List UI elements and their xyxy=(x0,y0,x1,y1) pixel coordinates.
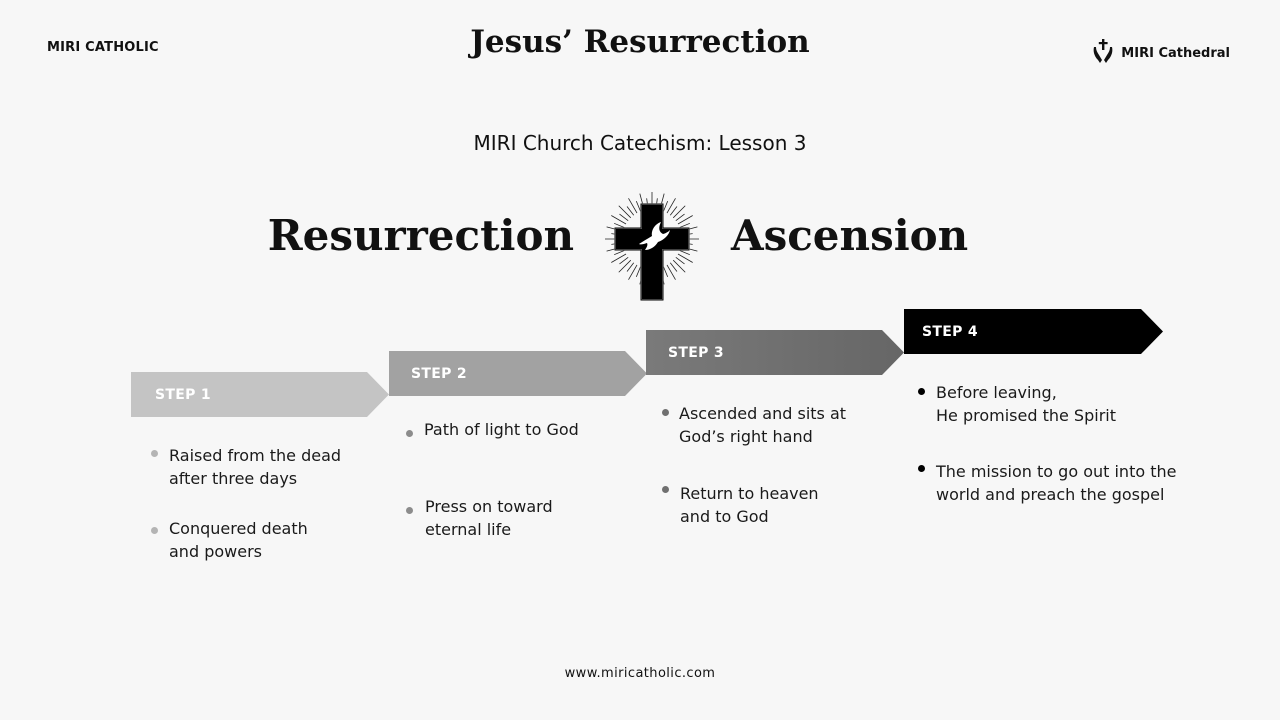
step-4-arrow: STEP 4 xyxy=(904,309,1163,354)
bullet-dot xyxy=(151,450,158,457)
step-4-label: STEP 4 xyxy=(922,323,978,340)
brand-right-label: MIRI Cathedral xyxy=(1121,45,1230,61)
ray-line xyxy=(675,256,685,265)
step-3-bullet-1: Ascended and sits at God’s right hand xyxy=(679,404,847,446)
step-4-bullet-2: The mission to go out into the world and… xyxy=(936,462,1177,504)
ray-line xyxy=(677,215,693,225)
ray-line xyxy=(669,206,678,216)
ray-line xyxy=(611,215,627,225)
footer-url[interactable]: www.miricatholic.com xyxy=(564,666,716,681)
ray-line xyxy=(613,250,625,256)
step-2-arrow: STEP 2 xyxy=(389,351,647,396)
step-1-arrow: STEP 1 xyxy=(131,372,389,417)
bullet-dot xyxy=(406,430,413,437)
ray-line xyxy=(679,250,691,256)
step-2-bullet-2: Press on toward eternal life xyxy=(425,497,553,539)
ray-line xyxy=(611,253,627,263)
ray-line xyxy=(626,262,635,272)
bullet-dot xyxy=(918,465,925,472)
ray-line xyxy=(613,222,625,228)
step-1-label: STEP 1 xyxy=(155,386,211,403)
ray-line xyxy=(672,259,686,273)
cross-with-dove-icon xyxy=(603,190,701,302)
ray-line xyxy=(619,213,629,222)
ray-line xyxy=(666,198,676,214)
ray-line xyxy=(618,259,632,273)
ray-line xyxy=(628,264,638,280)
ray-line xyxy=(675,213,685,222)
ray-line xyxy=(666,264,676,280)
step-3-bullet-2: Return to heaven and to God xyxy=(680,484,819,526)
ray-line xyxy=(663,266,669,278)
step-1-bullet-1: Raised from the dead after three days xyxy=(169,446,342,488)
hero-word-resurrection: Resurrection xyxy=(267,211,574,260)
ray-line xyxy=(626,206,635,216)
bullet-dot xyxy=(662,486,669,493)
step-1-bullet-2: Conquered death and powers xyxy=(169,519,308,561)
bullet-dot xyxy=(406,507,413,514)
ray-line xyxy=(677,253,693,263)
ray-line xyxy=(679,222,691,228)
ray-line xyxy=(669,262,678,272)
ray-line xyxy=(619,256,629,265)
ray-line xyxy=(672,205,686,219)
hero-word-ascension: Ascension xyxy=(731,211,969,260)
praying-hands-cross-icon xyxy=(1091,38,1115,68)
bullet-dot xyxy=(151,527,158,534)
brand-left: MIRI CATHOLIC xyxy=(47,40,159,55)
step-3-arrow: STEP 3 xyxy=(646,330,904,375)
step-3-label: STEP 3 xyxy=(668,344,724,361)
lesson-subtitle: MIRI Church Catechism: Lesson 3 xyxy=(473,131,807,155)
page-title: Jesus’ Resurrection xyxy=(470,24,810,60)
step-2-bullet-1: Path of light to God xyxy=(424,420,579,439)
bullet-dot xyxy=(918,388,925,395)
step-4-bullet-1: Before leaving, He promised the Spirit xyxy=(936,383,1116,425)
bullet-dot xyxy=(662,409,669,416)
ray-line xyxy=(663,200,669,212)
ray-line xyxy=(635,266,641,278)
ray-line xyxy=(635,200,641,212)
brand-right: MIRI Cathedral xyxy=(1091,38,1230,68)
step-2-label: STEP 2 xyxy=(411,365,467,382)
ray-line xyxy=(628,198,638,214)
ray-line xyxy=(618,205,632,219)
